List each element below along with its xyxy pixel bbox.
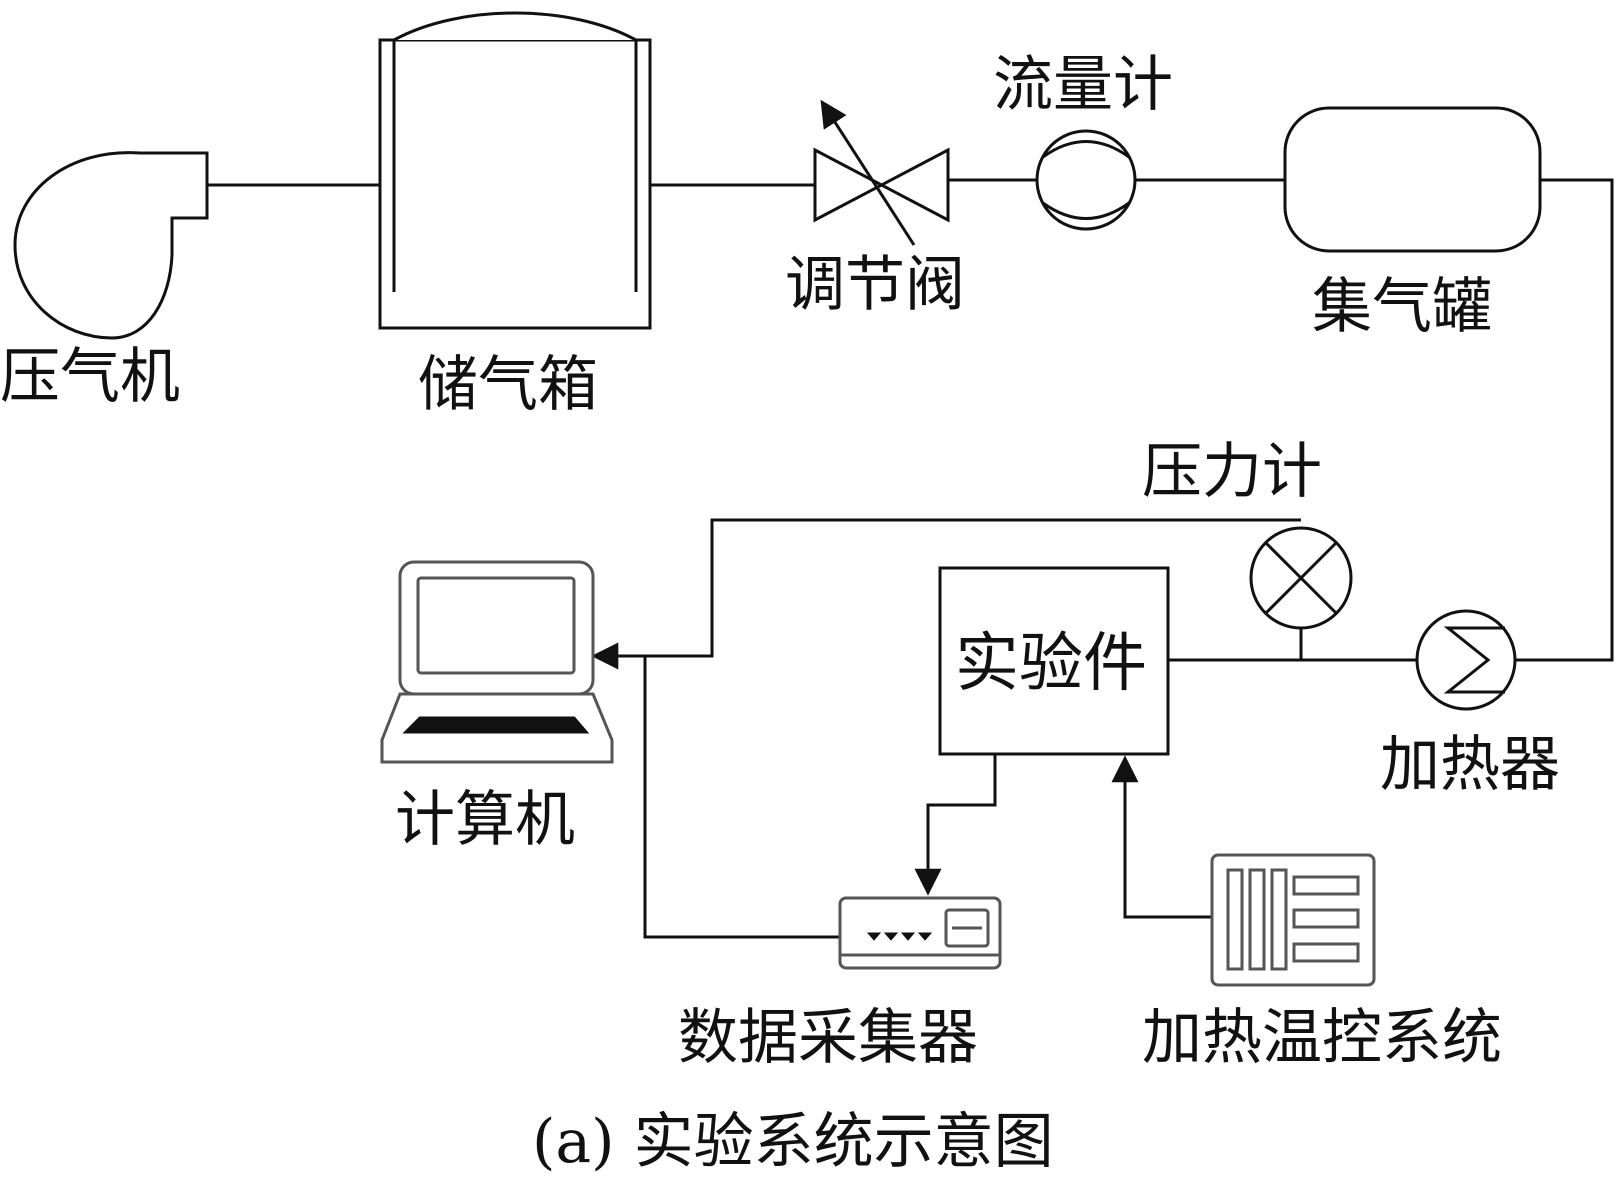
tank-label: 储气箱: [418, 350, 598, 420]
flow-meter-icon: [1035, 129, 1137, 231]
daq-label: 数据采集器: [678, 1003, 978, 1073]
gas-collector-icon: [1283, 106, 1542, 253]
specimen-box: [938, 566, 1170, 756]
temperature-controller-icon: [1210, 853, 1376, 987]
temp-ctrl-label: 加热温控系统: [1142, 1003, 1502, 1073]
compressor-label: 压气机: [0, 342, 180, 412]
heater-icon: [1415, 609, 1517, 711]
flowmeter-label: 流量计: [993, 50, 1173, 120]
heater-label: 加热器: [1380, 730, 1560, 800]
computer-icon: [380, 560, 614, 764]
signal-specimen-daq: [914, 754, 997, 896]
signal-tempctrl-specimen: [1111, 755, 1212, 919]
signal-daq-computer: [643, 656, 840, 939]
computer-label: 计算机: [395, 785, 575, 855]
signal-pressure-computer: [591, 518, 1301, 670]
diagram-caption: (a) 实验系统示意图: [532, 1107, 1054, 1177]
valve-label: 调节阀: [785, 250, 965, 320]
collector-label: 集气罐: [1312, 272, 1492, 342]
data-acquisition-icon: [838, 896, 1002, 970]
pressure-gauge-icon: [1249, 526, 1353, 630]
compressor-icon: [13, 151, 209, 340]
regulating-valve-icon: [813, 99, 950, 246]
specimen-label: 实验件: [955, 627, 1147, 701]
pressure-label: 压力计: [1142, 437, 1322, 507]
pipe-lines: [207, 178, 1614, 939]
storage-tank-icon: [378, 11, 652, 330]
pipe-collector-heater: [1515, 178, 1614, 662]
